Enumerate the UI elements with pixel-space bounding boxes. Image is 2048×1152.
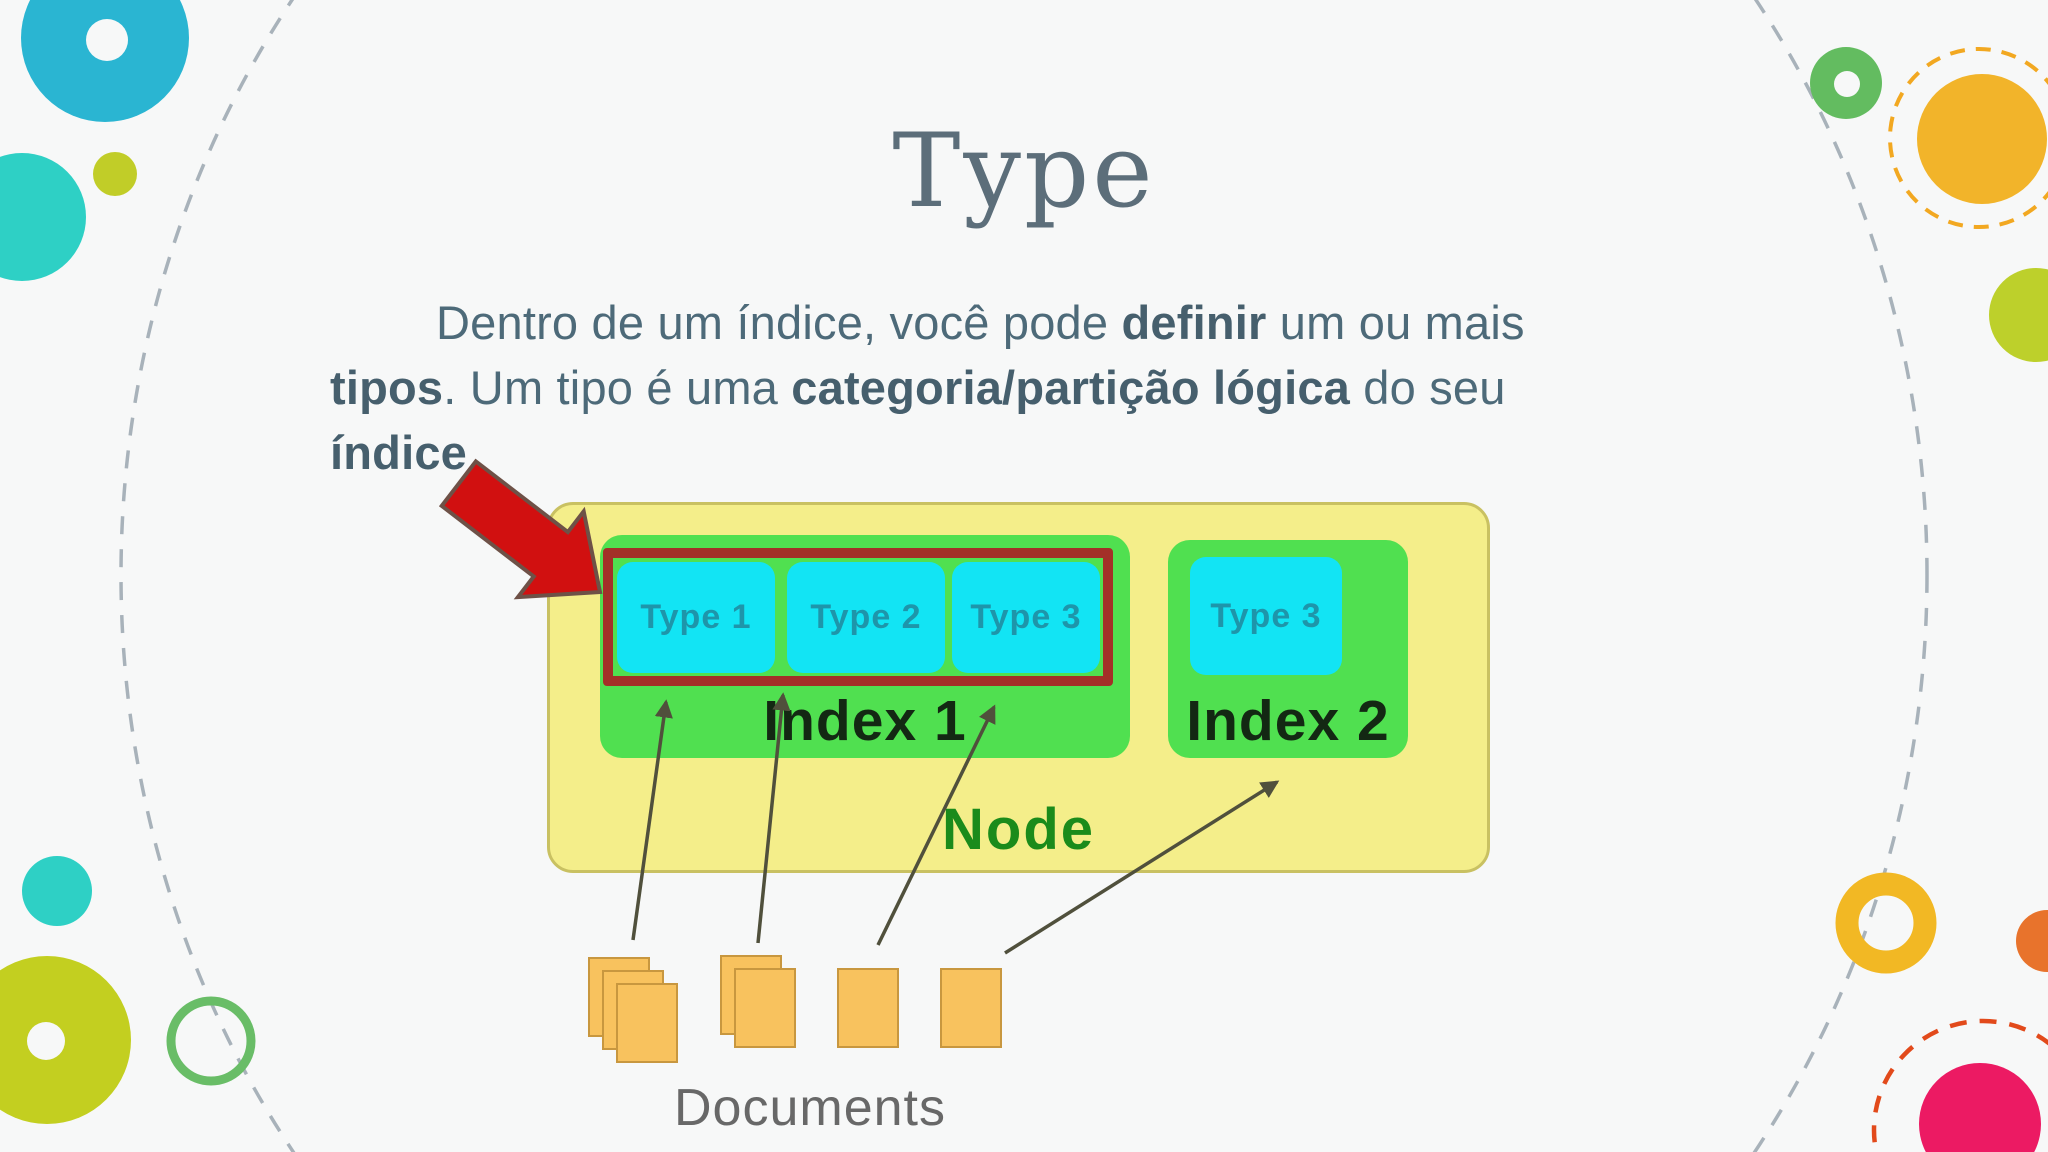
index1-label: Index 1 <box>763 689 967 753</box>
text-line-1: Dentro de um índice, você pode definir u… <box>330 290 1705 355</box>
bottom-right-red-dashed-ring <box>1871 1018 2048 1152</box>
top-left-donut <box>21 0 189 122</box>
text-segment-bold: tipos <box>330 361 444 414</box>
top-right-green-donut <box>1810 47 1882 119</box>
type3-box: Type 3 <box>952 562 1100 673</box>
top-right-green-donut-hole <box>1834 71 1860 97</box>
text-segment: Dentro de um índice, você pode <box>436 296 1122 349</box>
index2-label: Index 2 <box>1186 689 1390 753</box>
type2-label: Type 2 <box>810 598 922 636</box>
text-segment: um ou mais <box>1266 296 1525 349</box>
text-segment: do seu <box>1350 361 1506 414</box>
bottom-left-green-ring <box>166 996 256 1086</box>
document-icon <box>940 968 1002 1048</box>
text-segment: . Um tipo é uma <box>443 361 792 414</box>
document-icon <box>837 968 899 1048</box>
text-segment-bold: categoria/partição lógica <box>791 361 1351 414</box>
type1-label: Type 1 <box>640 598 752 636</box>
document-icon <box>616 983 678 1063</box>
right-lime-circle <box>1989 268 2048 362</box>
documents-label: Documents <box>674 1079 946 1137</box>
text-segment: . <box>467 426 481 479</box>
index2-type3-box: Type 3 <box>1190 557 1342 675</box>
bottom-right-pink-circle <box>1919 1063 2041 1152</box>
bottom-right-orange-circle <box>2016 910 2048 972</box>
top-left-donut-hole <box>86 19 128 61</box>
bottom-right-yellow-ring <box>1835 872 1937 974</box>
node-label: Node <box>942 797 1095 862</box>
body-text: Dentro de um índice, você pode definir u… <box>330 290 1705 485</box>
page-title: Type <box>892 112 1156 231</box>
text-line-2: tipos. Um tipo é uma categoria/partição … <box>330 355 1705 420</box>
document-icon <box>734 968 796 1048</box>
text-segment-bold: índice <box>330 426 468 479</box>
index2-type3-label: Type 3 <box>1210 596 1322 635</box>
bottom-left-lime-donut-hole <box>27 1022 65 1060</box>
bottom-left-lime-donut <box>0 956 131 1124</box>
bottom-left-turquoise-circle <box>22 856 92 926</box>
text-line-3: índice. <box>330 420 1705 485</box>
type-highlight-rect <box>603 548 1113 686</box>
text-segment-bold: definir <box>1121 296 1267 349</box>
type3-label: Type 3 <box>970 598 1082 636</box>
type2-box: Type 2 <box>787 562 945 673</box>
type1-box: Type 1 <box>617 562 775 673</box>
